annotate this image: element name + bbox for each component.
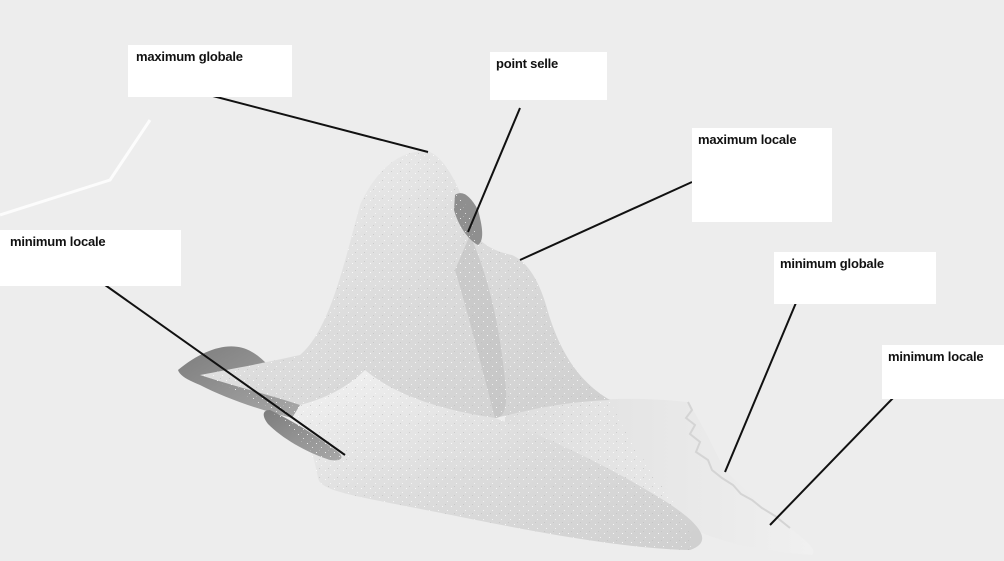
- leader-global-max: [182, 88, 428, 152]
- label-saddle-point: point selle: [490, 52, 607, 100]
- surface-speckle: [200, 151, 691, 550]
- leader-global-min: [725, 298, 798, 472]
- label-local-maximum: maximum locale: [692, 128, 832, 222]
- leader-local-min-right: [770, 398, 893, 525]
- wire-edge: [0, 120, 150, 215]
- label-global-maximum: maximum globale: [128, 45, 292, 97]
- label-global-minimum: minimum globale: [774, 252, 936, 304]
- leader-local-max: [520, 182, 692, 260]
- leader-saddle: [468, 108, 520, 232]
- label-local-minimum-right: minimum locale: [882, 345, 1004, 399]
- label-local-minimum-left: minimum locale: [0, 230, 181, 286]
